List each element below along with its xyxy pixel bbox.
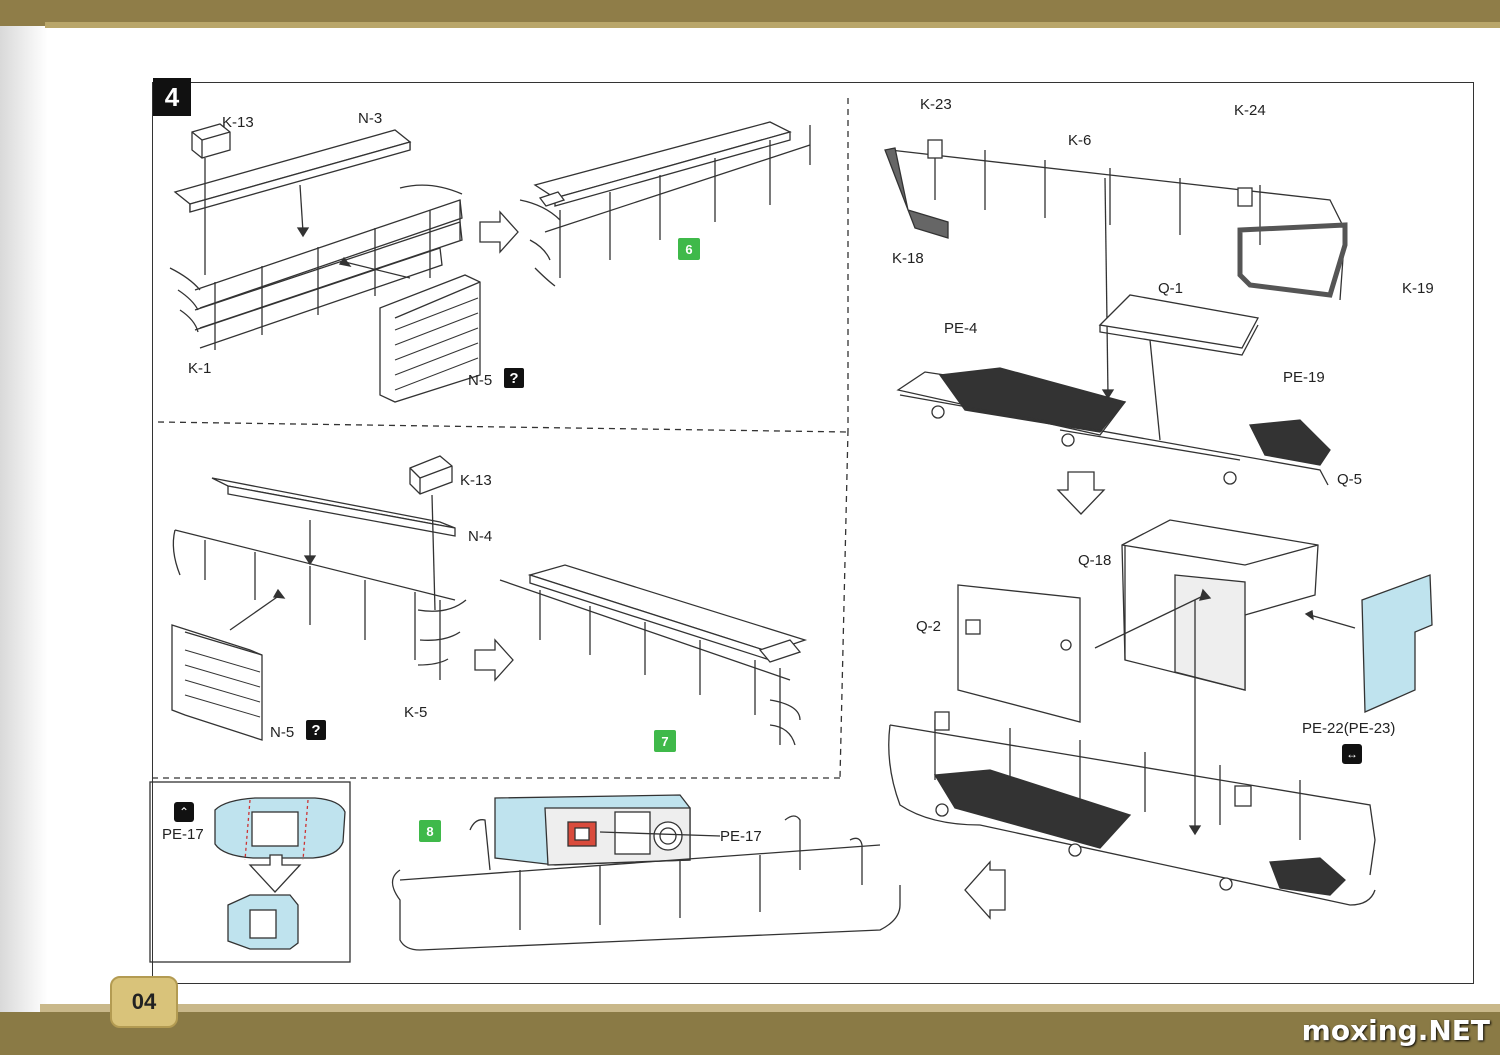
top-band [0,0,1500,26]
page-number: 04 [110,976,178,1028]
part-label-q5: Q-5 [1337,471,1363,488]
watermark: moxing.NET [1301,1014,1490,1047]
part-label-k24: K-24 [1234,102,1266,119]
question-icon: ? [504,368,524,388]
mirror-icon: ↔ [1342,744,1362,764]
part-label-pe4: PE-4 [944,320,978,337]
part-label-n4: N-4 [468,528,493,545]
substep-badge-7: 7 [654,730,676,752]
bottom-band-accent [40,1004,1500,1014]
part-label-q18: Q-18 [1078,552,1112,569]
step-number-badge: 4 [153,78,191,116]
part-label-k19: K-19 [1402,280,1434,297]
top-band-accent [45,22,1500,28]
part-label-k5: K-5 [404,704,428,721]
part-label-k23: K-23 [920,96,952,113]
part-label-pe17: PE-17 [162,826,204,843]
substep-badge-6: 6 [678,238,700,260]
part-label-pe17-b: PE-17 [720,828,762,845]
bend-icon: ⌃ [174,802,194,822]
part-label-q2: Q-2 [916,618,942,635]
part-label-k18: K-18 [892,250,924,267]
part-label-k1: K-1 [188,360,212,377]
part-label-q1: Q-1 [1158,280,1184,297]
part-label-n3: N-3 [358,110,383,127]
part-label-pe22: PE-22(PE-23) [1302,720,1396,737]
substep-badge-8: 8 [419,820,441,842]
part-label-n5: N-5 [468,372,493,389]
part-label-k13-b: K-13 [460,472,492,489]
bottom-band [0,1012,1500,1055]
part-label-n5-b: N-5 [270,724,295,741]
part-label-k6: K-6 [1068,132,1092,149]
page-left-edge [0,0,48,1055]
question-icon: ? [306,720,326,740]
part-label-k13: K-13 [222,114,254,131]
part-label-pe19: PE-19 [1283,369,1325,386]
instruction-frame [152,82,1474,984]
